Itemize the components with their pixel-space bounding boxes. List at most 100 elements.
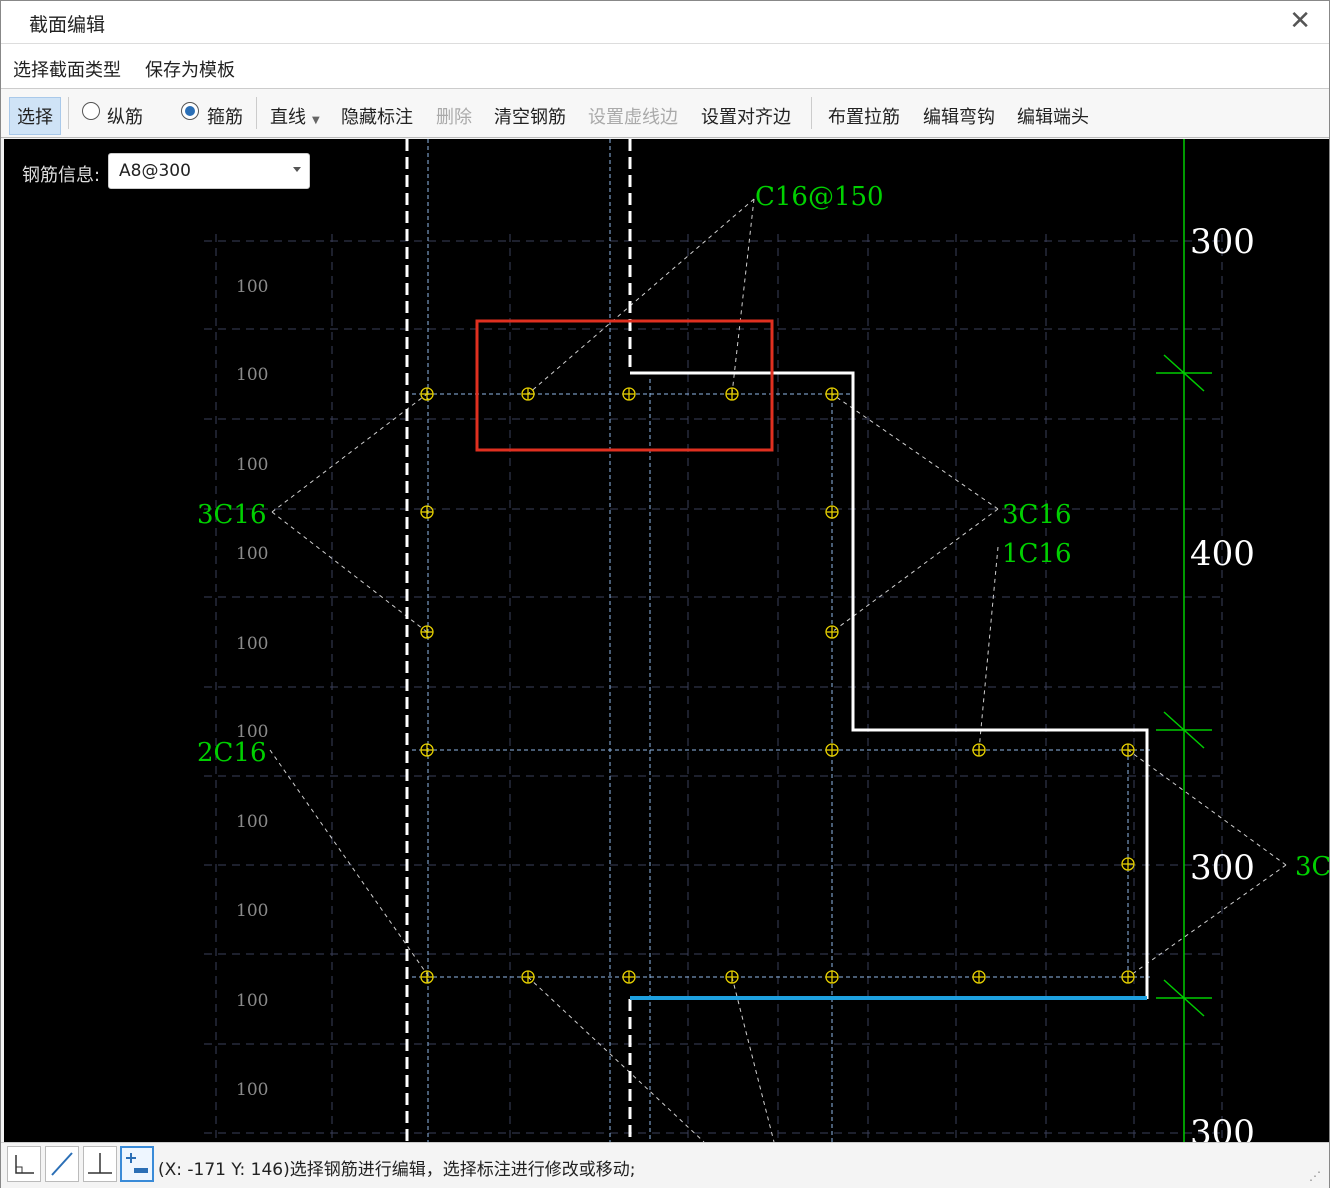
annotation-right-upper-2[interactable]: 1C16 xyxy=(1002,539,1072,569)
dashed-edges xyxy=(405,139,632,1142)
grid xyxy=(204,234,1224,1142)
rebar[interactable] xyxy=(825,387,839,401)
radio-longitudinal-label[interactable]: 纵筋 xyxy=(107,107,143,128)
grid-label: 100 xyxy=(236,455,268,475)
grid-label: 100 xyxy=(236,901,268,921)
rebar[interactable] xyxy=(521,970,535,984)
rebar[interactable] xyxy=(825,743,839,757)
rebar[interactable] xyxy=(825,970,839,984)
radio-longitudinal[interactable] xyxy=(82,102,100,120)
line-snap-glyph xyxy=(51,1152,73,1176)
menu-save-template[interactable]: 保存为模板 xyxy=(145,60,235,81)
hide-annotation-button[interactable]: 隐藏标注 xyxy=(341,107,413,128)
dimension-tick xyxy=(1163,979,1205,1017)
close-icon[interactable]: ✕ xyxy=(1289,6,1311,36)
rebar[interactable] xyxy=(825,625,839,639)
annotation-left-lower[interactable]: 2C16 xyxy=(197,738,267,768)
leader-line xyxy=(1127,864,1287,978)
annotation-top[interactable]: C16@150 xyxy=(755,182,884,212)
toolbar-divider xyxy=(68,97,69,129)
dimension-line xyxy=(1156,139,1212,1142)
rebar[interactable] xyxy=(420,743,434,757)
rebar[interactable] xyxy=(1121,743,1135,757)
line-dropdown-button[interactable]: 直线▼ xyxy=(270,103,320,129)
leader-line xyxy=(831,393,999,510)
add-snap-icon[interactable] xyxy=(120,1146,154,1182)
menu-select-section-type[interactable]: 选择截面类型 xyxy=(13,60,121,81)
title-bar: 截面编辑 ✕ xyxy=(1,1,1329,44)
menu-bar: 选择截面类型 保存为模板 xyxy=(1,44,1329,89)
leader-line xyxy=(731,976,775,1142)
rebar-info-dropdown[interactable]: A8@300 xyxy=(108,153,310,189)
dimension-label[interactable]: 300 xyxy=(1190,222,1255,262)
leader-line xyxy=(731,198,755,395)
place-tie-button[interactable]: 布置拉筋 xyxy=(828,107,900,128)
leader-line xyxy=(527,976,705,1142)
line-snap-icon[interactable] xyxy=(45,1146,79,1182)
rebar[interactable] xyxy=(420,970,434,984)
section-drawing[interactable]: 100 100 100 100 100 100 100 100 100 100 xyxy=(4,139,1329,1142)
status-bar: (X: -171 Y: 146)选择钢筋进行编辑，选择标注进行修改或移动; ⋰ xyxy=(1,1142,1329,1188)
stirrup-lines xyxy=(412,139,1150,1142)
highlight-box xyxy=(475,319,774,452)
grid-label: 100 xyxy=(236,991,268,1011)
grid-label: 100 xyxy=(236,1080,268,1100)
set-dashed-edge-button[interactable]: 设置虚线边 xyxy=(588,107,678,128)
rebar[interactable] xyxy=(725,387,739,401)
rebar[interactable] xyxy=(521,387,535,401)
grid-label: 100 xyxy=(236,544,268,564)
rebar-info-value: A8@300 xyxy=(119,161,191,181)
rebar[interactable] xyxy=(1121,857,1135,871)
set-align-edge-button[interactable]: 设置对齐边 xyxy=(701,107,791,128)
leader-lines xyxy=(269,198,1287,1142)
rebar[interactable] xyxy=(725,970,739,984)
chevron-down-icon xyxy=(293,167,301,172)
dimension-label[interactable]: 300 xyxy=(1190,848,1255,888)
toolbar-divider xyxy=(256,97,257,129)
rebar[interactable] xyxy=(622,970,636,984)
annotation-left-upper[interactable]: 3C16 xyxy=(197,500,267,530)
grid-label: 100 xyxy=(236,722,268,742)
dimension-label[interactable]: 400 xyxy=(1190,534,1255,574)
clear-rebar-button[interactable]: 清空钢筋 xyxy=(494,107,566,128)
leader-line xyxy=(978,546,999,751)
delete-button[interactable]: 删除 xyxy=(436,107,472,128)
rebar[interactable] xyxy=(972,743,986,757)
drawing-canvas[interactable]: 100 100 100 100 100 100 100 100 100 100 xyxy=(4,139,1329,1142)
rebar[interactable] xyxy=(420,505,434,519)
rebar[interactable] xyxy=(622,387,636,401)
section-outline[interactable] xyxy=(630,371,1149,999)
annotation-right-upper-1[interactable]: 3C16 xyxy=(1002,500,1072,530)
edit-hook-button[interactable]: 编辑弯钩 xyxy=(923,107,995,128)
grid-label: 100 xyxy=(236,365,268,385)
radio-stirrup[interactable] xyxy=(181,102,199,120)
window-title: 截面编辑 xyxy=(29,14,106,36)
annotations[interactable]: C16@150 3C16 3C16 1C16 2C16 3C xyxy=(197,182,1329,882)
select-button[interactable]: 选择 xyxy=(9,97,61,135)
ortho-snap-icon[interactable] xyxy=(7,1146,41,1182)
annotation-right-edge[interactable]: 3C xyxy=(1295,852,1329,882)
rebar[interactable] xyxy=(972,970,986,984)
rebar[interactable] xyxy=(420,625,434,639)
dimension-tick xyxy=(1163,354,1205,392)
dimension-label[interactable]: 300 xyxy=(1190,1113,1255,1142)
rebar-points[interactable] xyxy=(420,387,1135,984)
dimension-tick xyxy=(1163,711,1205,749)
resize-grip-icon[interactable]: ⋰ xyxy=(1309,1169,1321,1183)
rebar[interactable] xyxy=(420,387,434,401)
perpendicular-snap-icon[interactable] xyxy=(83,1146,117,1182)
perpendicular-snap-glyph xyxy=(88,1153,112,1174)
leader-line xyxy=(527,198,755,395)
dimension-labels: 300 400 300 300 xyxy=(1190,222,1255,1142)
leader-line xyxy=(271,511,428,633)
toolbar: 选择 纵筋 箍筋 直线▼ 隐藏标注 删除 清空钢筋 设置虚线边 设置对齐边 布置… xyxy=(1,89,1329,138)
line-label: 直线 xyxy=(270,107,306,128)
grid-label: 100 xyxy=(236,277,268,297)
rebar[interactable] xyxy=(825,505,839,519)
rebar[interactable] xyxy=(1121,970,1135,984)
leader-line xyxy=(1127,749,1287,866)
ortho-snap-glyph xyxy=(15,1155,34,1174)
radio-stirrup-label[interactable]: 箍筋 xyxy=(207,107,243,128)
edit-end-button[interactable]: 编辑端头 xyxy=(1017,107,1089,128)
